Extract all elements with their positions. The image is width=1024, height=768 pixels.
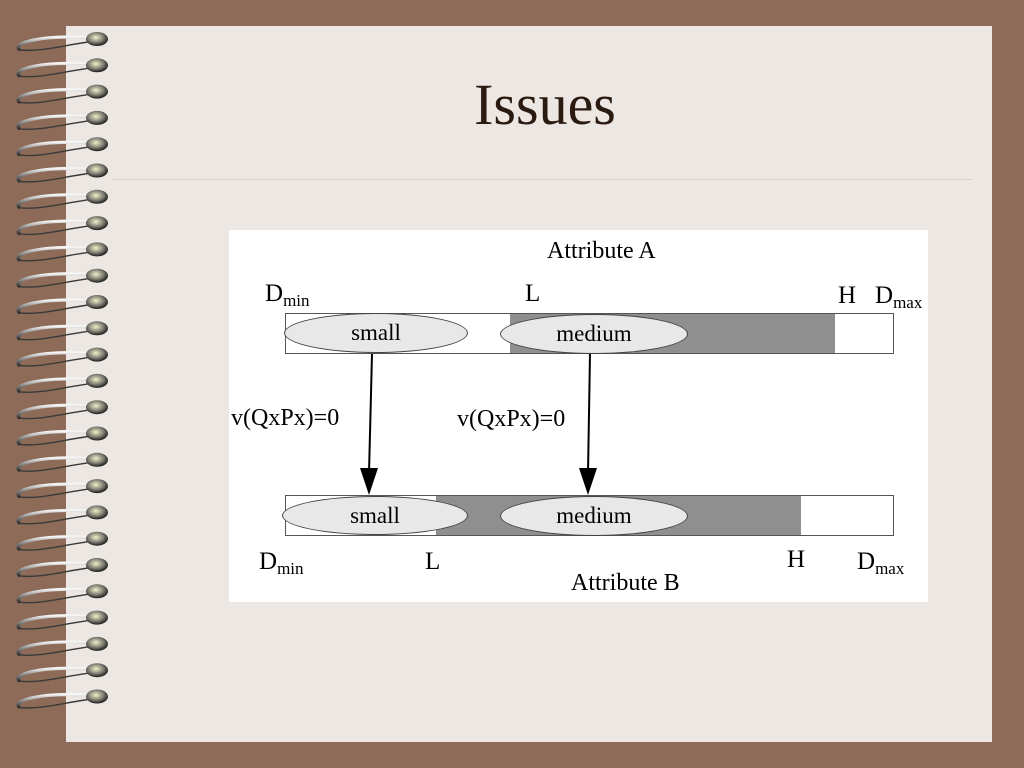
attribute-a-dmax-label: Dmax	[875, 282, 923, 312]
spiral-ring-icon	[16, 163, 108, 183]
attribute-a-small-ellipse: small	[284, 313, 468, 353]
spiral-ring-icon	[16, 584, 108, 604]
spiral-ring-icon	[16, 373, 108, 394]
spiral-ring-icon	[16, 479, 108, 499]
diagram-panel: Attribute A Dmin L H Dmax small medium v…	[229, 230, 928, 602]
spiral-ring-icon	[16, 610, 108, 630]
spiral-binding-icon	[16, 32, 108, 709]
attribute-a-label: Attribute A	[547, 238, 656, 264]
spiral-ring-icon	[16, 531, 108, 552]
spiral-ring-icon	[16, 347, 108, 367]
spiral-ring-icon	[16, 452, 108, 473]
arrow-small-line	[368, 353, 373, 474]
arrow-medium-line	[587, 353, 591, 474]
spiral-ring-icon	[16, 321, 108, 341]
spiral-ring-icon	[16, 295, 108, 315]
spiral-ring-icon	[16, 58, 108, 78]
attribute-b-high-label: H	[787, 546, 806, 573]
spiral-ring-icon	[16, 32, 108, 52]
attribute-b-dmin-label: Dmin	[259, 548, 304, 578]
attribute-a-high-label: H	[838, 282, 857, 309]
slide-title: Issues	[474, 72, 616, 137]
spiral-ring-icon	[16, 663, 108, 683]
arrow-medium-head	[579, 468, 597, 495]
attribute-a-medium-ellipse: medium	[500, 314, 688, 354]
spiral-ring-icon	[16, 636, 108, 657]
title-divider	[112, 179, 972, 180]
spiral-ring-icon	[16, 84, 108, 104]
spiral-ring-icon	[16, 110, 108, 131]
arrow-right-label: v(QxPx)=0	[457, 406, 566, 432]
attribute-b-medium-ellipse: medium	[500, 496, 688, 536]
attribute-b-low-label: L	[425, 548, 441, 575]
spiral-ring-icon	[16, 242, 108, 262]
attribute-a-low-label: L	[525, 280, 541, 307]
arrow-left-label: v(QxPx)=0	[231, 405, 340, 431]
spiral-ring-icon	[16, 216, 108, 236]
attribute-b-small-ellipse: small	[282, 496, 468, 535]
spiral-ring-icon	[16, 426, 108, 446]
attribute-a-dmin-label: Dmin	[265, 280, 310, 310]
attribute-b-dmax-label: Dmax	[857, 548, 905, 578]
spiral-ring-icon	[16, 268, 108, 289]
attribute-b-label: Attribute B	[571, 570, 680, 596]
spiral-ring-icon	[16, 558, 108, 578]
mapping-arrows	[360, 353, 597, 495]
spiral-ring-icon	[16, 189, 108, 210]
spiral-ring-icon	[16, 137, 108, 157]
arrow-small-head	[360, 468, 378, 495]
spiral-ring-icon	[16, 400, 108, 420]
spiral-ring-icon	[16, 689, 108, 709]
spiral-ring-icon	[16, 505, 108, 525]
